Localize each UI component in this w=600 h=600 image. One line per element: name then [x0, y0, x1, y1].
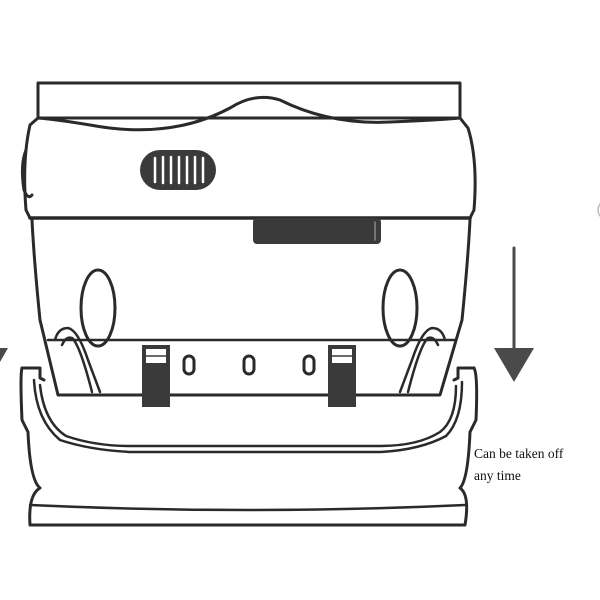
right-oval: [381, 268, 419, 348]
left-oval: [79, 268, 117, 348]
arrow-down-icon: [494, 246, 534, 382]
right-latch: [328, 345, 356, 407]
handle-slot: [253, 218, 381, 244]
left-latch: [142, 345, 170, 407]
caption-removable-note: Can be taken off any time: [474, 443, 563, 487]
removable-tray: [19, 366, 479, 527]
caption-line-2: any time: [474, 468, 521, 483]
screw-holes: [182, 354, 316, 376]
right-clip-arm: [398, 326, 447, 394]
main-body: [20, 116, 477, 397]
edge-mark: [597, 203, 600, 217]
vent-grille: [140, 150, 216, 190]
top-lid: [36, 81, 462, 132]
caption-line-1: Can be taken off: [474, 446, 564, 461]
arrow-down-icon-partial: [0, 348, 8, 362]
left-clip-arm: [53, 326, 102, 394]
